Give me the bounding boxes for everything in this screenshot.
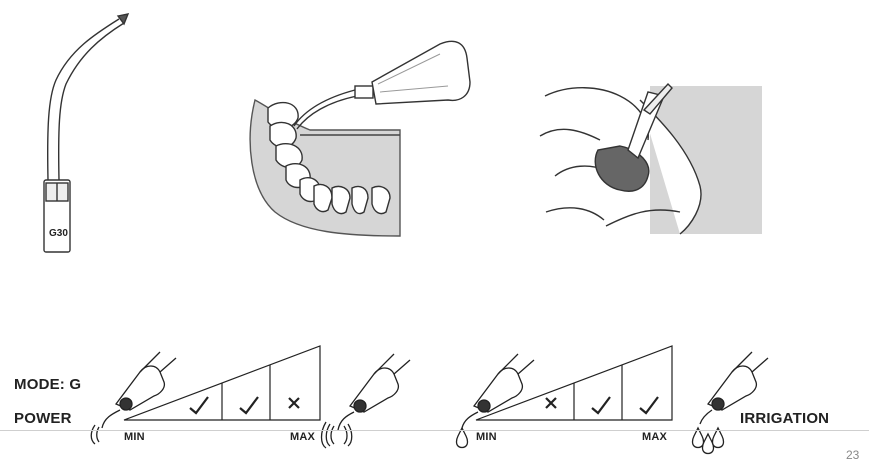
power-level-2-check-icon (239, 396, 259, 415)
irrigation-level-3-check-icon (639, 396, 659, 415)
irrigation-scale (475, 345, 673, 421)
irrigation-level-2-check-icon (591, 396, 611, 415)
occlusal-detail-illustration (539, 82, 762, 235)
power-max-label: MAX (290, 431, 316, 443)
power-min-label: MIN (124, 431, 145, 443)
irrigation-handpiece-icon (455, 353, 535, 449)
page-number: 23 (846, 448, 860, 462)
tip-label: G30 (49, 228, 68, 239)
baseline-rule (0, 430, 869, 431)
power-scale (123, 345, 321, 421)
irrigation-min-label: MIN (476, 431, 497, 443)
power-handpiece-icon (90, 351, 177, 445)
g30-tip-illustration (43, 13, 130, 253)
teeth-handpiece-illustration (249, 40, 471, 237)
power-max-handpiece-icon (320, 353, 411, 449)
irrigation-max-handpiece-icon (691, 351, 769, 455)
power-label: POWER (14, 410, 72, 427)
irrigation-max-label: MAX (642, 431, 668, 443)
mode-label: MODE: G (14, 376, 82, 393)
power-level-1-check-icon (189, 396, 209, 415)
power-level-3-cross-icon (288, 397, 300, 409)
irrigation-level-1-cross-icon (545, 397, 557, 409)
irrigation-label: IRRIGATION (740, 410, 830, 427)
